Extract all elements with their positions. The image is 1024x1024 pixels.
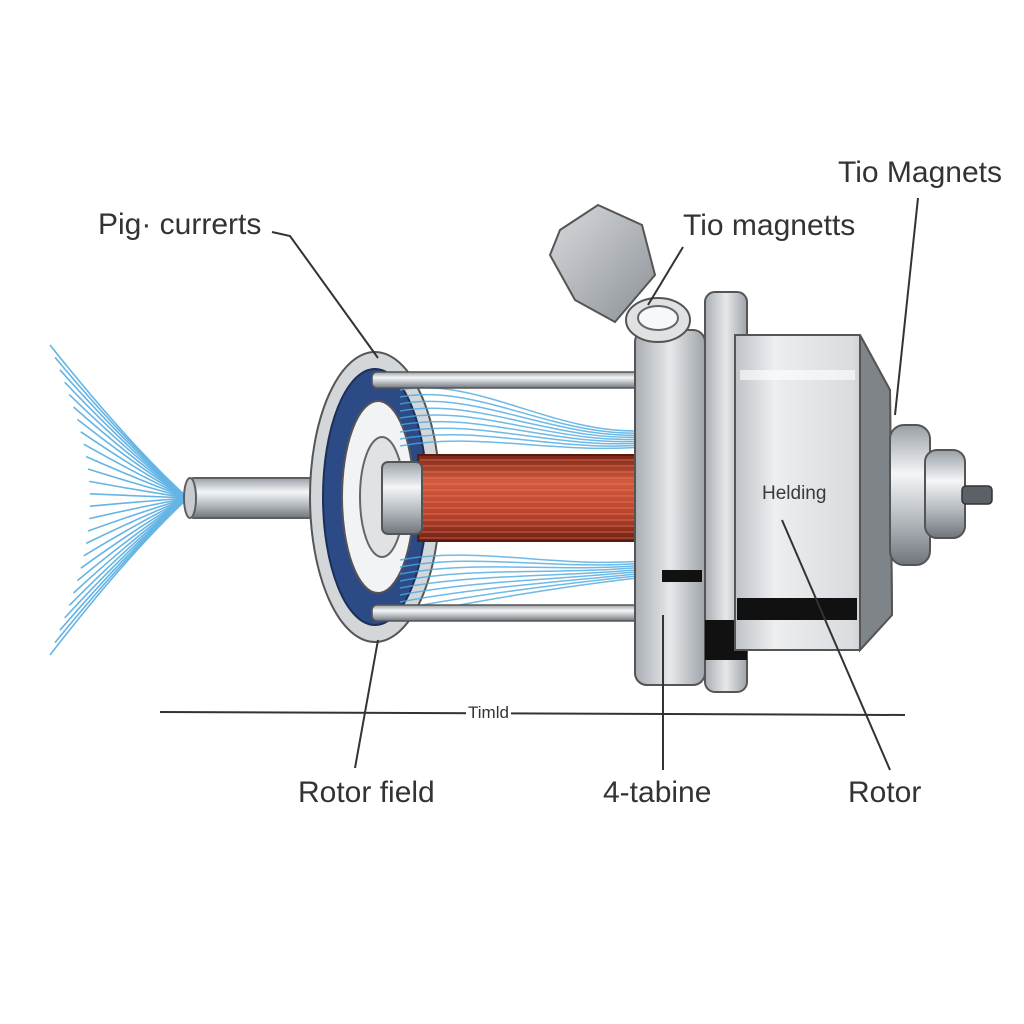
field-line	[89, 497, 189, 520]
field-line	[83, 443, 189, 499]
stator-line	[399, 571, 656, 603]
rotor-coil	[381, 454, 659, 542]
field-line	[49, 344, 189, 499]
label-tio-magnetts: Tio magnetts	[683, 209, 856, 242]
field-line	[87, 497, 189, 532]
stator-line	[399, 440, 656, 450]
stator-line	[399, 573, 656, 610]
field-line	[85, 455, 189, 499]
tie-rods	[371, 371, 703, 622]
field-line	[54, 356, 189, 499]
field-line	[49, 497, 189, 656]
label-timld: Timld	[466, 703, 511, 722]
label-rotor: Rotor	[848, 776, 922, 809]
stator-line	[399, 569, 656, 596]
field-line	[87, 468, 189, 499]
stator-line	[399, 567, 656, 589]
stator-line	[399, 414, 656, 441]
leader-lines	[271, 197, 919, 771]
timld-line	[159, 711, 906, 716]
rear-shaft	[889, 424, 993, 566]
stator-line	[399, 393, 656, 434]
housing	[734, 334, 894, 653]
stator-line	[399, 400, 656, 436]
stator-line	[399, 563, 656, 575]
label-4-tabine: 4-tabine	[603, 776, 712, 809]
stator-line	[399, 387, 656, 432]
stator-line	[399, 560, 656, 568]
stator-line	[399, 554, 656, 564]
field-line	[89, 480, 189, 499]
label-rotor-field: Rotor field	[298, 776, 435, 809]
label-pig-currents: Pig· currerts	[98, 208, 262, 241]
stator-line	[399, 407, 656, 438]
field-line	[89, 493, 189, 499]
stator-line	[399, 565, 656, 582]
label-tio-magnets-top: Tio Magnets	[838, 156, 1002, 189]
field-line	[89, 497, 189, 507]
left-field-lines	[49, 344, 189, 656]
middle-flange	[634, 291, 748, 693]
front-end-ring	[309, 351, 441, 643]
stator-line	[399, 434, 656, 447]
top-connector	[548, 203, 691, 343]
label-helding: Helding	[762, 483, 827, 504]
stator-line	[399, 420, 656, 443]
stator-line	[399, 427, 656, 445]
